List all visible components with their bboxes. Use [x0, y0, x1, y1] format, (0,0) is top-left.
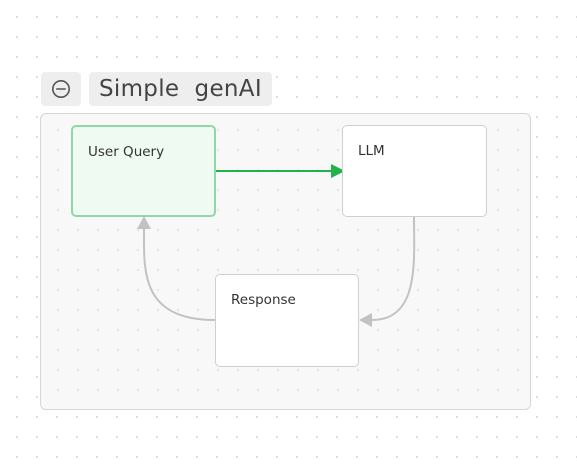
node-user-query-label: User Query — [88, 144, 165, 160]
node-response[interactable]: Response — [215, 274, 359, 367]
node-llm-label: LLM — [358, 143, 385, 159]
minus-circle-icon — [52, 80, 70, 98]
group-title[interactable]: Simple genAI — [89, 72, 272, 106]
node-llm[interactable]: LLM — [342, 125, 487, 217]
node-response-label: Response — [231, 292, 296, 308]
node-user-query[interactable]: User Query — [71, 125, 216, 217]
collapse-group-button[interactable] — [41, 72, 81, 106]
